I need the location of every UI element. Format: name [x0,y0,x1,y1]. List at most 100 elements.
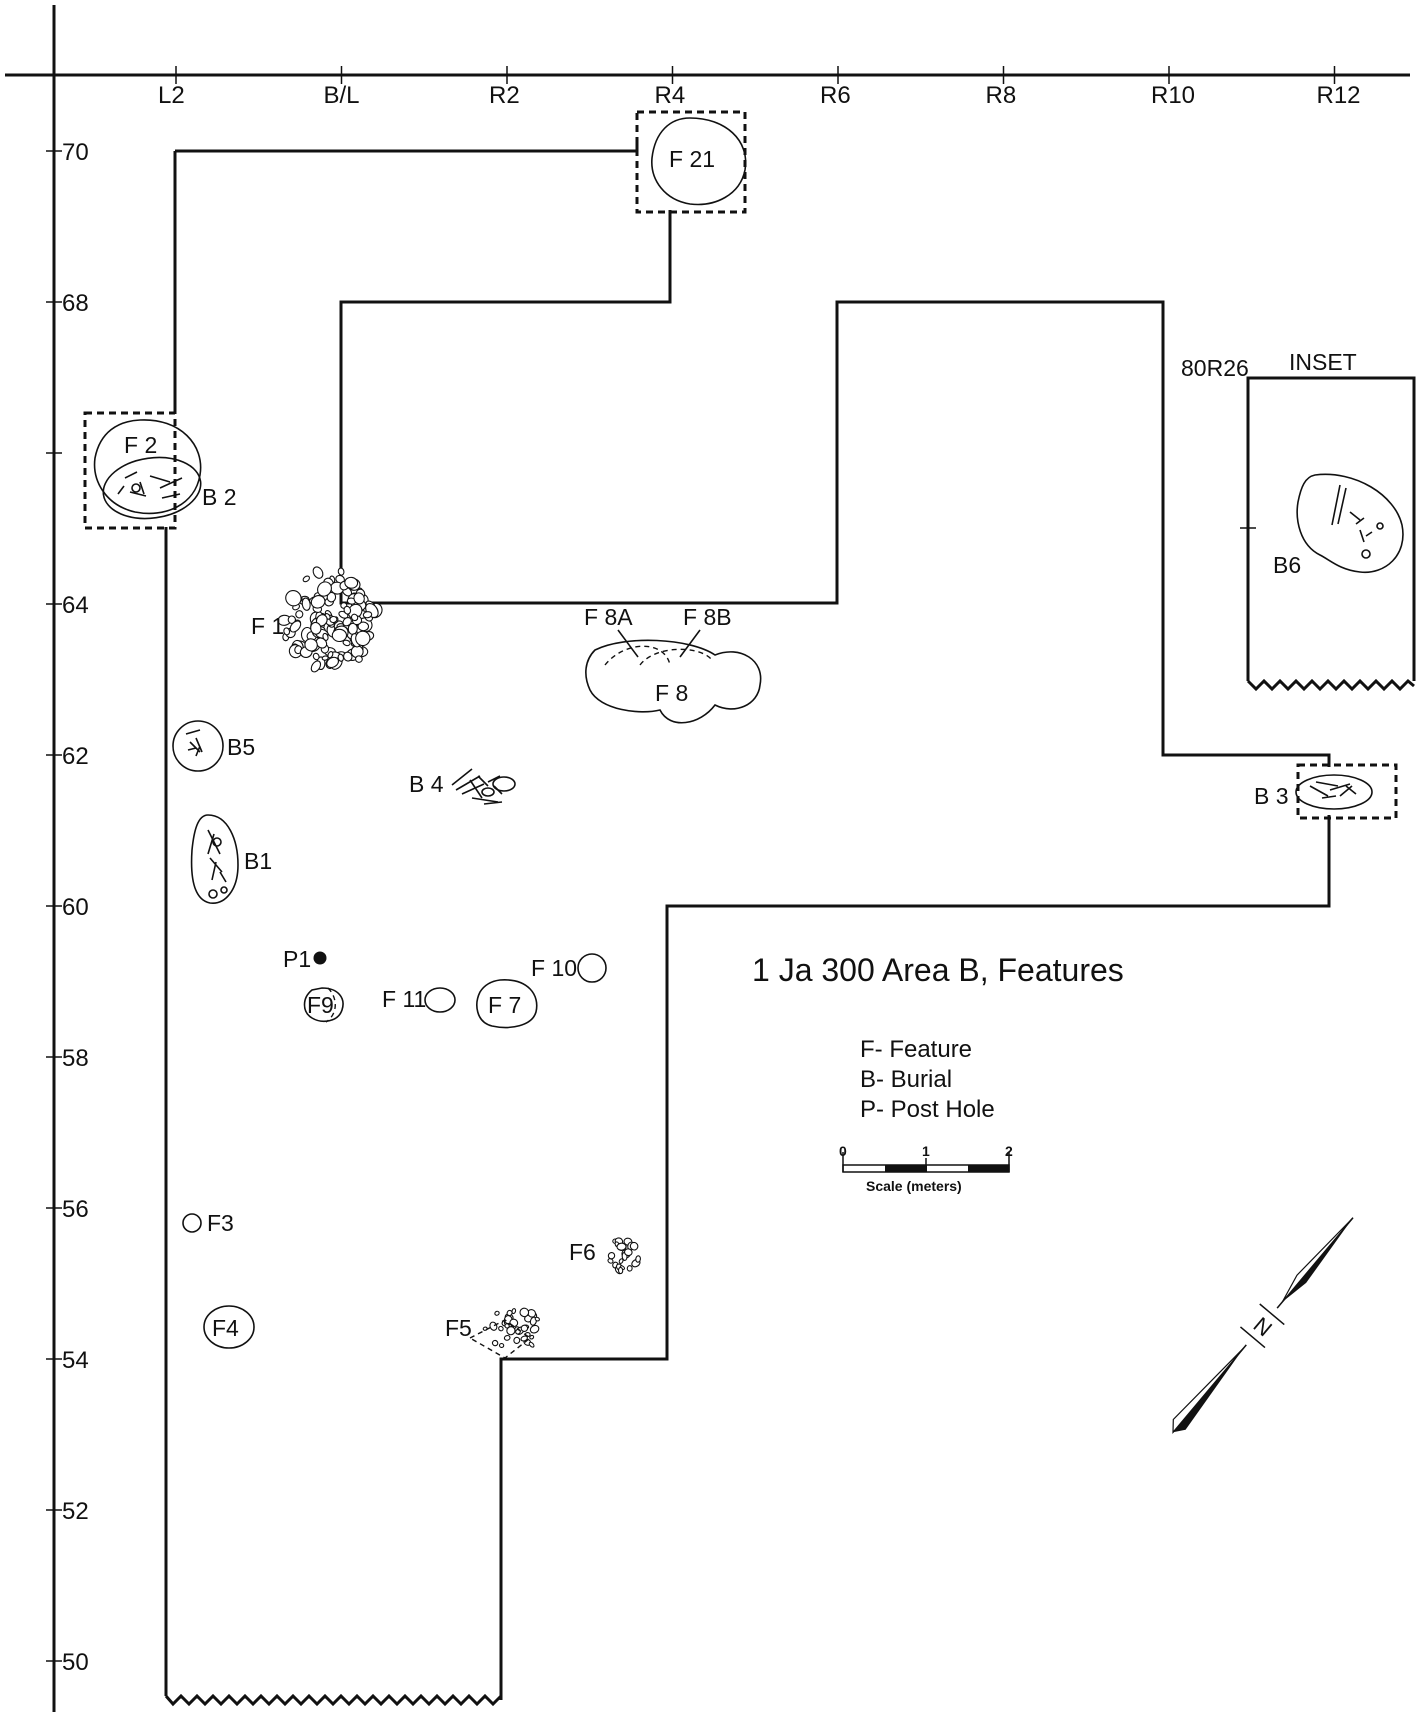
rock [310,660,322,673]
rock [498,1342,505,1349]
rock [494,1310,500,1316]
rock [616,1242,627,1251]
x-axis-tick-label: R8 [986,82,1017,109]
rock [285,590,302,607]
feature-f8: F 8A F 8B F 8 [584,604,762,724]
f6-rock-cluster [607,1237,641,1275]
rock [534,1316,540,1322]
scale-tick-2: 2 [1005,1143,1013,1159]
rock [295,610,304,619]
rock [529,1324,540,1334]
rock [520,1335,528,1342]
f4-label: F4 [212,1315,239,1341]
f8a-label: F 8A [584,604,633,630]
rock [337,653,345,662]
rock [343,651,353,662]
rock [287,615,296,624]
rock [617,1266,624,1275]
excavation-boundary [164,140,1331,1700]
legend-item-burial: B- Burial [860,1066,952,1093]
y-axis-tick-label: 68 [62,290,89,317]
rock [304,638,318,652]
rock [289,620,302,633]
rock [337,567,345,576]
rock [301,597,311,611]
feature-f9: F9 [303,987,344,1023]
x-axis-tick-label: R4 [655,82,686,109]
map-legend: F- Feature B- Burial P- Post Hole [860,1036,995,1123]
f5-rock-cluster [482,1307,540,1349]
b5-label: B5 [227,734,255,760]
burial-b5: B5 [172,720,255,772]
x-axis-tick-label: R6 [820,82,851,109]
rock [321,655,329,661]
boundary-south-break-line [164,1693,503,1707]
rock [607,1251,616,1260]
b6-label: B6 [1273,552,1301,578]
y-axis-tick-label: 50 [62,1649,89,1676]
legend-item-post-hole: P- Post Hole [860,1096,995,1123]
feature-f6: F6 [569,1237,641,1275]
rock [302,575,311,583]
rock [327,651,334,659]
rock [629,1241,639,1251]
rock [498,1325,504,1332]
inset-datum-label: 80R26 [1181,355,1249,381]
feature-f3: F3 [182,1210,234,1236]
rock [506,1309,513,1317]
b4-label: B 4 [409,771,444,797]
rock [312,566,324,579]
feature-f2: F 2 [93,419,202,515]
b2-label: B 2 [202,484,237,510]
b3-extension-unit [1296,763,1398,820]
burial-b1: B1 [190,814,272,904]
scale-tick-0: 0 [839,1143,847,1159]
feature-f4: F4 [203,1305,255,1349]
f8-label: F 8 [655,680,688,706]
f8b-label: F 8B [683,604,732,630]
feature-f11: F 11 [382,986,456,1013]
rock [350,613,359,622]
rock [362,611,373,619]
f11-label: F 11 [382,986,426,1012]
scale-bar: 0 1 2 Scale (meters) [839,1143,1013,1194]
y-axis-tick-label: 64 [62,592,89,619]
f2-label: F 2 [124,432,157,458]
rock [331,628,348,643]
f5-label: F5 [445,1315,472,1341]
post-hole-p1: P1 [283,946,327,972]
f21-label: F 21 [669,146,715,172]
y-axis-tick-label: 60 [62,894,89,921]
burial-b4: B 4 [409,768,516,805]
y-axis-tick-label: 58 [62,1045,89,1072]
f6-label: F6 [569,1239,596,1265]
legend-item-feature: F- Feature [860,1036,972,1063]
rock [513,1336,521,1345]
scale-caption: Scale (meters) [866,1178,962,1194]
x-axis-tick-label: R12 [1317,82,1361,109]
f7-label: F 7 [488,992,521,1018]
rock [329,615,338,624]
rock [343,605,352,615]
b1-label: B1 [244,848,272,874]
x-axis-tick-label: R10 [1151,82,1195,109]
north-arrow: N [1172,1217,1354,1434]
rock [317,581,332,597]
rock [520,1324,529,1332]
rock [355,630,371,647]
f10-label: F 10 [531,955,577,981]
feature-f5: F5 [445,1307,540,1359]
rock [326,591,337,603]
rock [283,627,291,636]
f1-rock-cluster [277,566,383,673]
y-axis-tick-label: 54 [62,1347,89,1374]
rock [489,1321,498,1331]
rock [623,1248,633,1257]
rock [310,595,326,609]
rock [506,1326,516,1336]
f9-label: F9 [307,992,334,1018]
map-title: 1 Ja 300 Area B, Features [752,952,1124,988]
rock [322,632,329,641]
rock [519,1307,530,1318]
